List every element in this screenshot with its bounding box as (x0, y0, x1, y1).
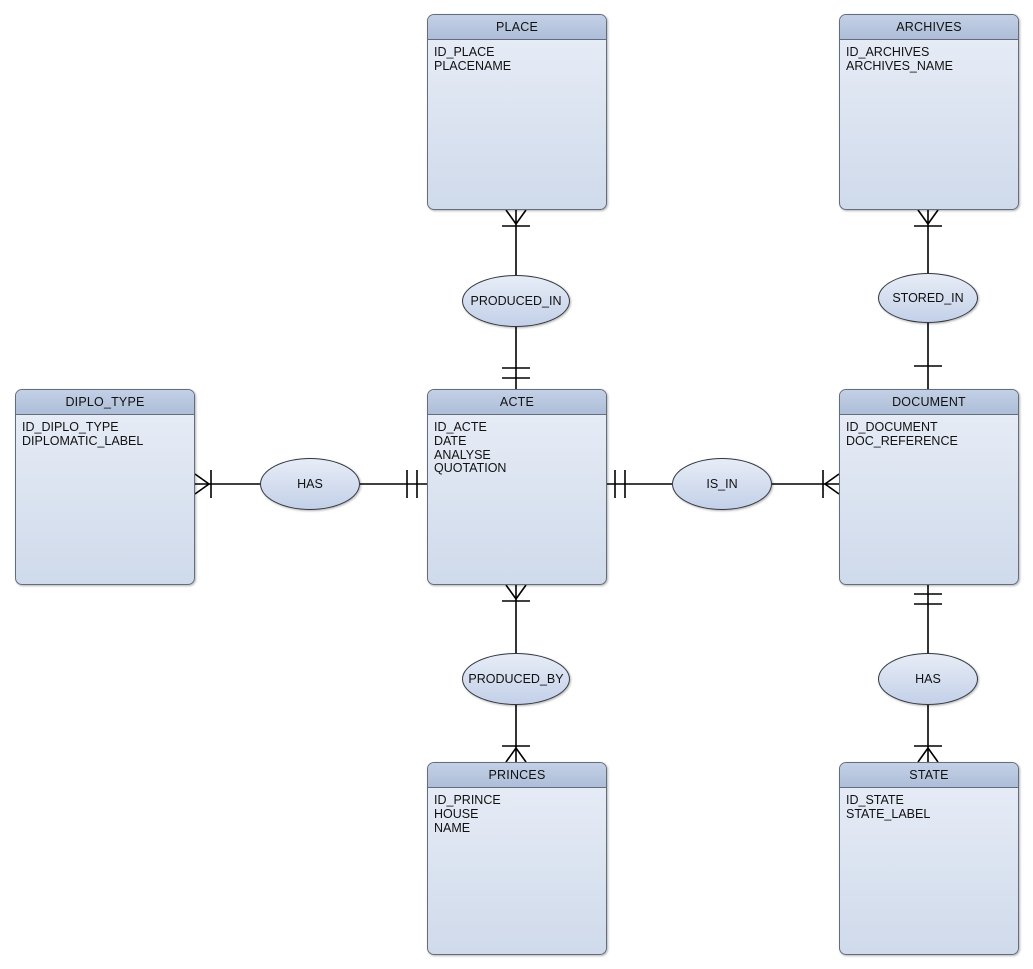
attribute: ID_ARCHIVES (846, 45, 930, 59)
relationship-is-in-label: IS_IN (706, 477, 738, 491)
connector-acte-isin (607, 470, 672, 498)
connector-document-has (914, 585, 942, 653)
relationship-produced-by-label: PRODUCED_BY (468, 672, 564, 686)
entity-state-title: STATE (840, 763, 1018, 788)
relationship-produced-by[interactable]: PRODUCED_BY (462, 653, 570, 705)
attribute: HOUSE (434, 806, 479, 821)
attribute: DOC_REFERENCE (846, 433, 958, 448)
relationship-has-diplo-type-label: HAS (297, 477, 323, 491)
attribute: ID_DOCUMENT (846, 420, 938, 434)
attribute: DIPLOMATIC_LABEL (22, 433, 144, 448)
attribute: ID_PRINCE (434, 793, 501, 807)
entity-state[interactable]: STATE ID_STATE STATE_LABEL (839, 762, 1019, 955)
relationship-has-state-label: HAS (915, 672, 941, 686)
entity-archives[interactable]: ARCHIVES ID_ARCHIVES ARCHIVES_NAME (839, 14, 1019, 210)
attribute: ID_STATE (846, 793, 904, 807)
attribute: DATE (434, 433, 467, 448)
attribute: ID_ACTE (434, 420, 487, 434)
relationship-produced-in[interactable]: PRODUCED_IN (462, 275, 570, 327)
entity-document[interactable]: DOCUMENT ID_DOCUMENT DOC_REFERENCE (839, 389, 1019, 585)
attribute: PLACENAME (434, 58, 512, 73)
entity-acte-title: ACTE (428, 390, 606, 415)
entity-diplo-type[interactable]: DIPLO_TYPE ID_DIPLO_TYPE DIPLOMATIC_LABE… (15, 389, 195, 585)
connector-has-acte (360, 470, 427, 498)
attribute: ID_PLACE (434, 45, 495, 59)
entity-archives-attributes: ID_ARCHIVES ARCHIVES_NAME (840, 40, 1018, 74)
entity-place-title: PLACE (428, 15, 606, 40)
relationship-stored-in-label: STORED_IN (892, 291, 964, 305)
connector-producedby-princes (502, 705, 530, 763)
entity-acte[interactable]: ACTE ID_ACTE DATE ANALYSE QUOTATION (427, 389, 607, 585)
connector-isin-document (772, 470, 840, 498)
connector-place-producedin (502, 209, 530, 275)
entity-acte-attributes: ID_ACTE DATE ANALYSE QUOTATION (428, 415, 606, 476)
entity-place-attributes: ID_PLACE PLACENAME (428, 40, 606, 74)
entity-princes-attributes: ID_PRINCE HOUSE NAME (428, 788, 606, 835)
entity-diplo-type-title: DIPLO_TYPE (16, 390, 194, 415)
connector-acte-producedby (502, 584, 530, 653)
entity-state-attributes: ID_STATE STATE_LABEL (840, 788, 1018, 822)
connector-producedin-acte (502, 327, 530, 389)
connector-storedin-document (914, 323, 942, 389)
attribute: STATE_LABEL (846, 806, 931, 821)
relationship-has-state[interactable]: HAS (878, 653, 978, 705)
connector-has-state (914, 705, 942, 763)
entity-diplo-type-attributes: ID_DIPLO_TYPE DIPLOMATIC_LABEL (16, 415, 194, 449)
relationship-stored-in[interactable]: STORED_IN (878, 273, 978, 323)
entity-archives-title: ARCHIVES (840, 15, 1018, 40)
relationship-produced-in-label: PRODUCED_IN (470, 294, 562, 308)
relationship-is-in[interactable]: IS_IN (672, 458, 772, 510)
connector-diplotype-has (194, 470, 260, 498)
attribute: ANALYSE (434, 447, 491, 462)
attribute: ID_DIPLO_TYPE (22, 420, 119, 434)
attribute: ARCHIVES_NAME (846, 58, 953, 73)
entity-princes[interactable]: PRINCES ID_PRINCE HOUSE NAME (427, 762, 607, 955)
entity-document-attributes: ID_DOCUMENT DOC_REFERENCE (840, 415, 1018, 449)
entity-document-title: DOCUMENT (840, 390, 1018, 415)
entity-place[interactable]: PLACE ID_PLACE PLACENAME (427, 14, 607, 210)
attribute: QUOTATION (434, 461, 507, 476)
relationship-has-diplo-type[interactable]: HAS (260, 458, 360, 510)
entity-princes-title: PRINCES (428, 763, 606, 788)
connector-archives-storedin (914, 209, 942, 273)
attribute: NAME (434, 820, 471, 835)
